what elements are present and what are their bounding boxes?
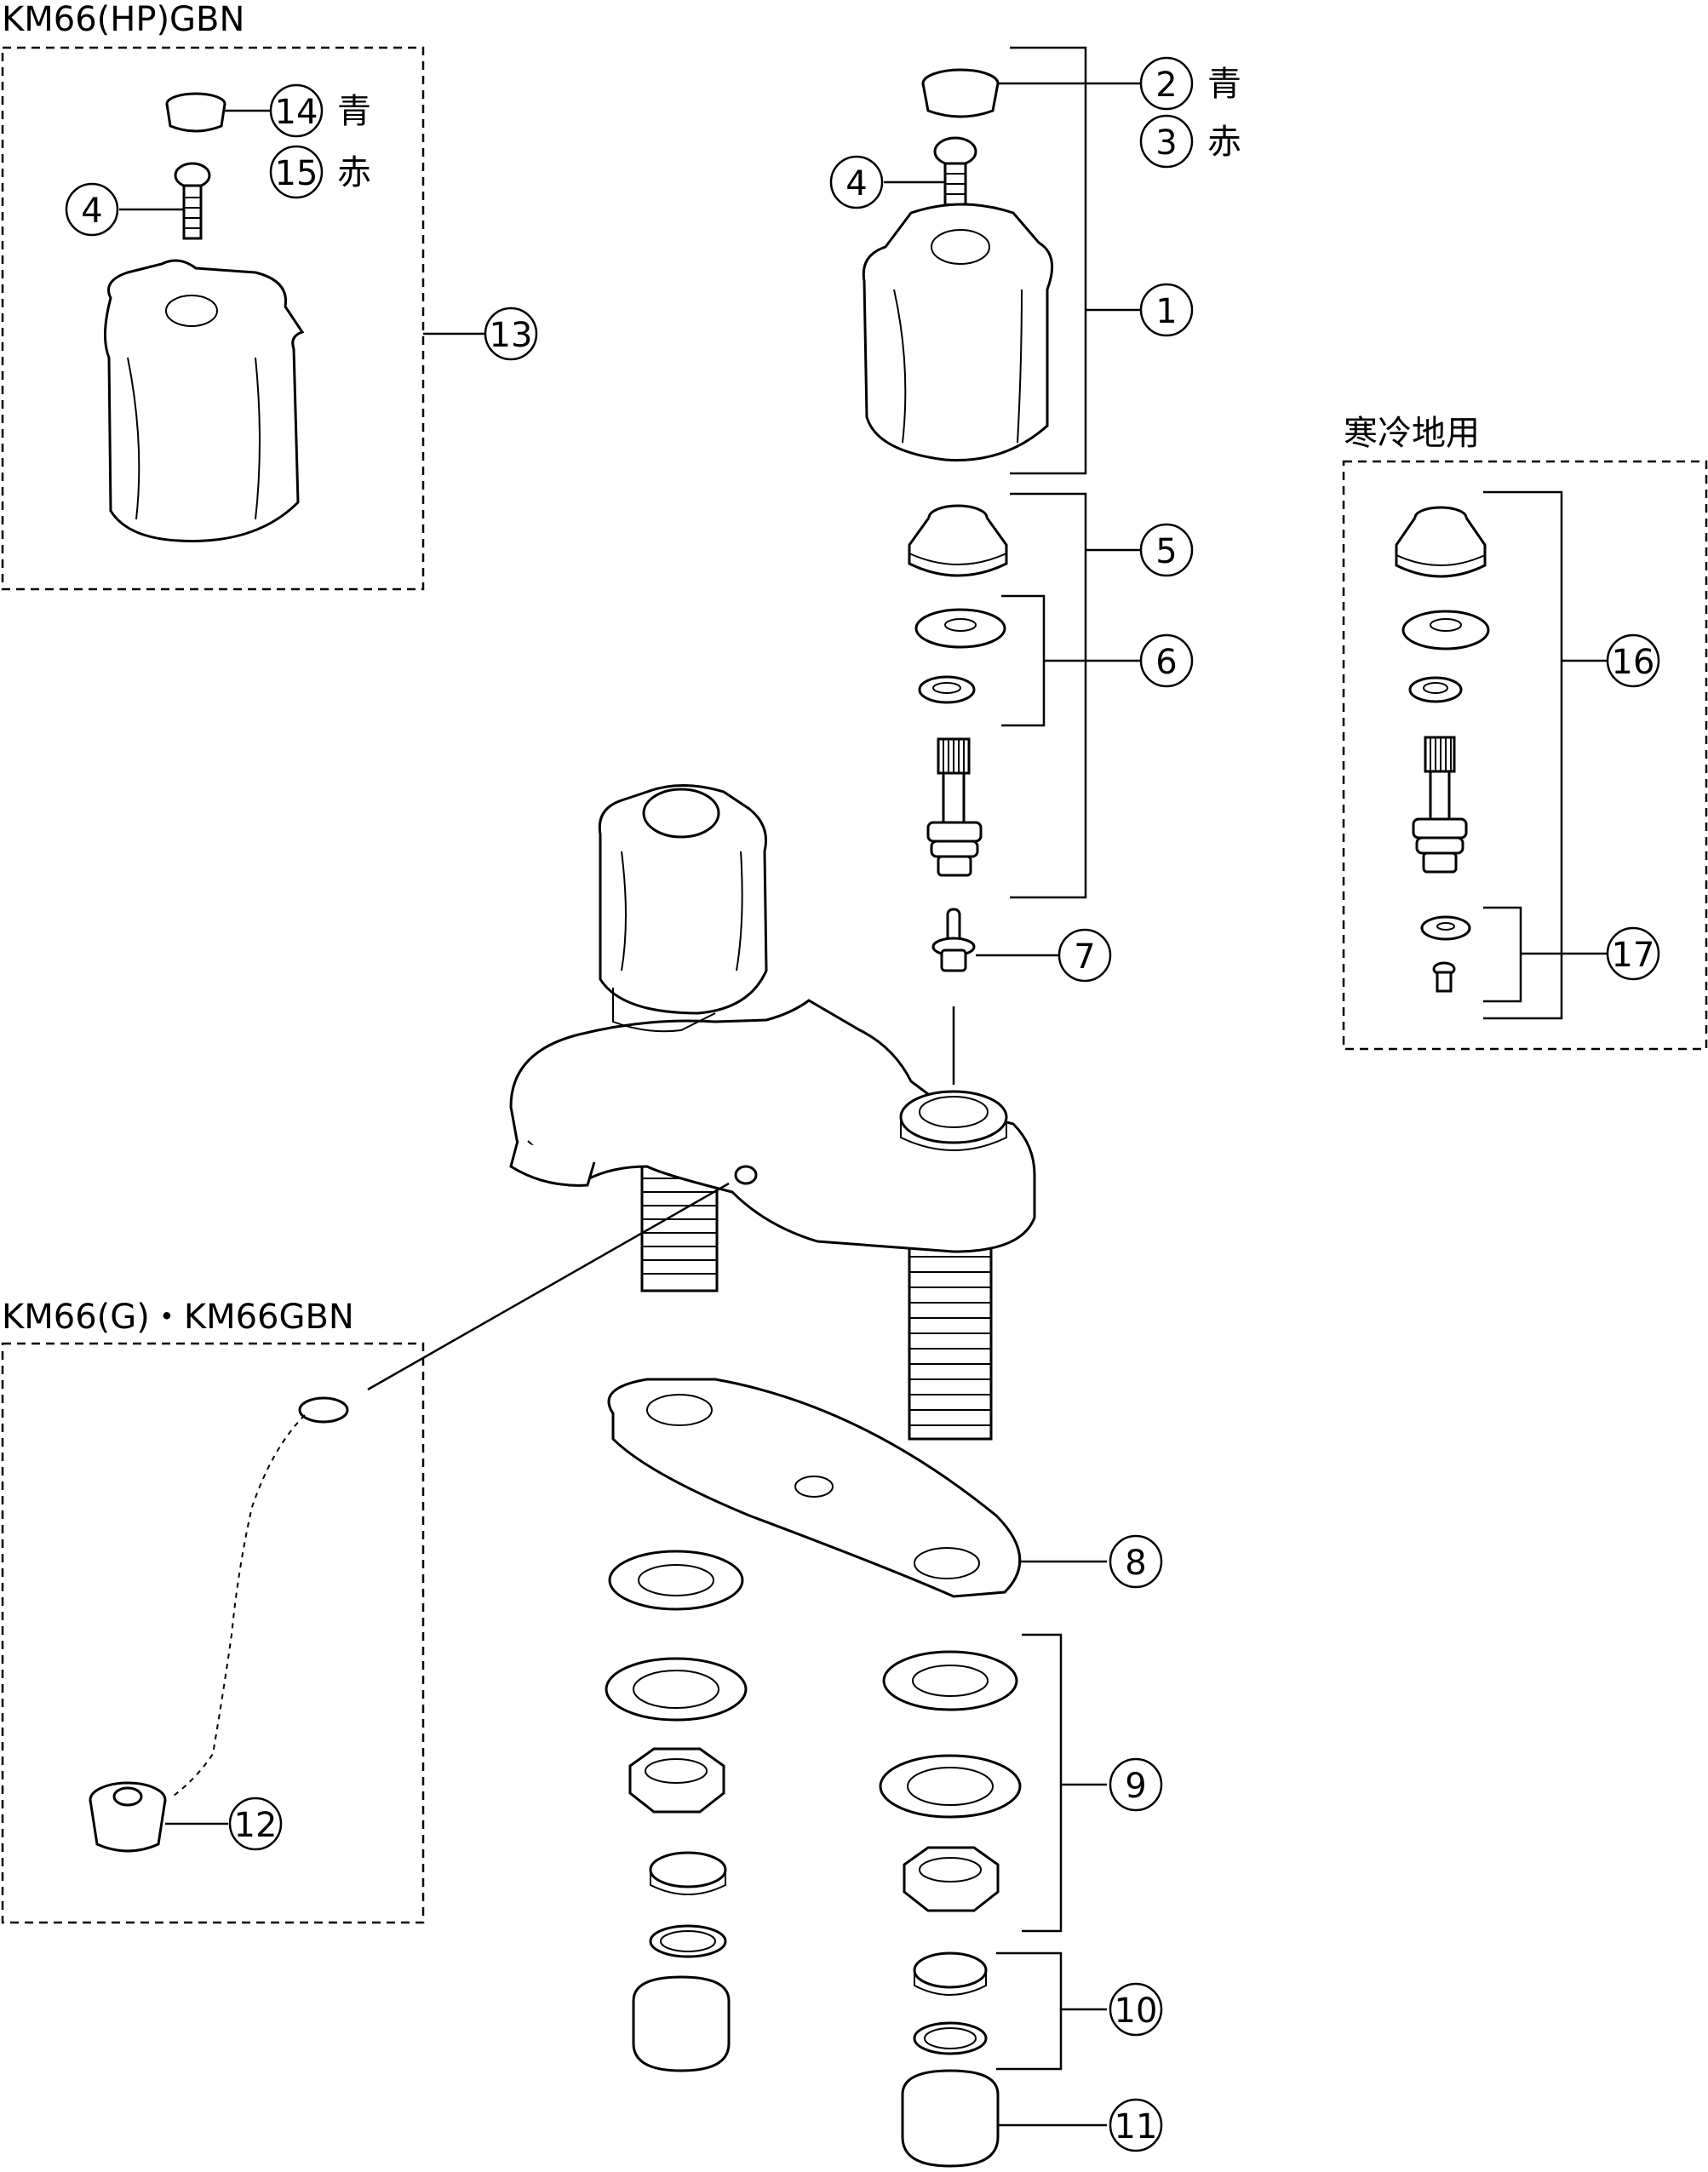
right-mounting-stack-9	[879, 1650, 1022, 1912]
washer-part-6	[914, 608, 1006, 704]
svg-text:15: 15	[275, 154, 318, 193]
svg-text:11: 11	[1115, 2107, 1158, 2146]
section-box-cold-region	[1342, 460, 1708, 1051]
svg-text:7: 7	[1074, 937, 1095, 977]
svg-text:10: 10	[1115, 1991, 1158, 2031]
svg-text:4: 4	[845, 164, 867, 203]
callout-7: 7	[1057, 928, 1112, 983]
callout-12: 12	[228, 1797, 283, 1851]
color-label-red-3: 赤	[1207, 123, 1241, 162]
svg-text:9: 9	[1125, 1767, 1146, 1806]
callout-6: 6	[1139, 633, 1194, 688]
svg-text:17: 17	[1612, 936, 1655, 975]
cap-part-14-15	[165, 92, 226, 133]
callout-11: 11	[1109, 2098, 1163, 2152]
callout-10: 10	[1109, 1982, 1163, 2037]
callout-15: 15	[269, 145, 324, 199]
chain-and-plug-12	[89, 1396, 349, 1853]
svg-text:5: 5	[1155, 532, 1177, 571]
section-title-hp-gbn: KM66(HP)GBN	[2, 0, 244, 39]
svg-text:4: 4	[81, 192, 102, 231]
callout-3: 3	[1139, 114, 1194, 169]
callout-8: 8	[1109, 1534, 1163, 1589]
callout-16: 16	[1606, 633, 1660, 688]
right-sleeve-10	[913, 1951, 988, 2055]
spindle-part	[926, 737, 983, 877]
color-label-blue-14: 青	[337, 92, 371, 131]
screw-part-4-main	[933, 136, 977, 215]
handle-part-1	[862, 203, 1054, 461]
callout-14: 14	[269, 83, 324, 138]
svg-text:3: 3	[1155, 123, 1177, 163]
svg-text:13: 13	[490, 316, 533, 355]
callout-2: 2	[1139, 56, 1194, 111]
svg-text:2: 2	[1155, 66, 1177, 105]
handle-part-13	[103, 259, 305, 542]
color-label-blue-2: 青	[1207, 65, 1241, 104]
cap-nut-11	[901, 2069, 1000, 2168]
faucet-body	[509, 784, 1036, 1441]
left-mounting-stack	[605, 1550, 748, 2072]
bonnet-part-5	[908, 504, 1008, 577]
color-label-red-15: 赤	[337, 153, 371, 192]
callout-9: 9	[1109, 1757, 1163, 1812]
cold-parts-17	[1420, 915, 1471, 993]
callout-1: 1	[1139, 283, 1194, 337]
section-box-g-gbn	[1, 1342, 425, 1924]
svg-text:1: 1	[1155, 292, 1177, 331]
base-plate-8	[607, 1378, 1022, 1598]
valve-part-7	[931, 908, 976, 972]
section-title-g-gbn: KM66(G)・KM66GBN	[2, 1298, 354, 1337]
section-box-hp-gbn	[1, 46, 425, 591]
svg-text:6: 6	[1155, 643, 1177, 682]
svg-text:14: 14	[275, 93, 318, 132]
callout-5: 5	[1139, 523, 1194, 577]
cold-kit-16	[1395, 506, 1490, 874]
svg-text:12: 12	[234, 1806, 278, 1845]
section-title-cold-region: 寒冷地用	[1344, 414, 1480, 453]
callout-4-main: 4	[829, 155, 884, 209]
callout-17: 17	[1606, 926, 1660, 981]
callout-4-hp: 4	[65, 182, 119, 237]
cap-part-2-3	[921, 68, 1000, 118]
callout-13: 13	[484, 307, 538, 361]
svg-text:16: 16	[1612, 643, 1655, 682]
screw-part-4-hp	[174, 162, 211, 240]
svg-text:8: 8	[1125, 1544, 1146, 1583]
